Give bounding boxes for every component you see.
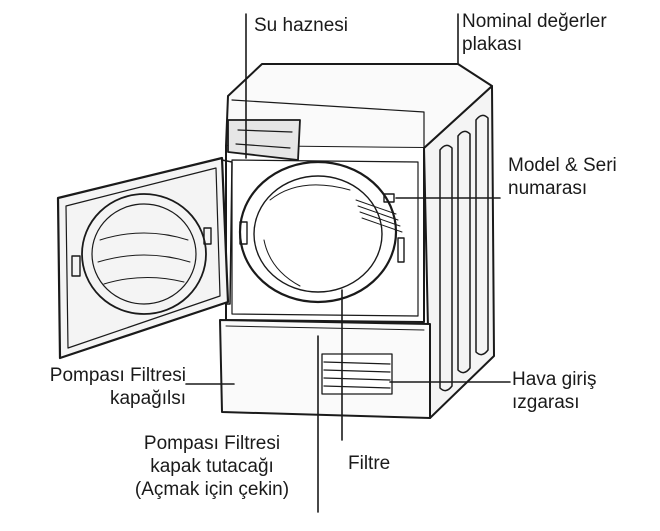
- water-tank-drawer: [227, 119, 301, 161]
- label-pump-filter-cover: Pompası Filtresi kapağılsı: [6, 364, 186, 410]
- model-serial-plate: [383, 193, 395, 203]
- dryer-door: [56, 156, 233, 360]
- door-latch-receiver: [397, 237, 405, 263]
- leader-lines: [185, 13, 511, 513]
- label-filter: Filtre: [348, 453, 391, 474]
- dryer-side-panel: [423, 85, 495, 419]
- drum-hinge-left: [239, 221, 248, 245]
- air-vent-slots: [355, 199, 403, 233]
- label-pump-filter-handle-line-2: kapak tutacağı: [150, 456, 274, 477]
- label-air-intake-grille-line-1: Hava giriş: [512, 369, 597, 390]
- label-air-intake-grille: Hava giriş ızgarası: [512, 368, 596, 414]
- label-rating-plate: Nominal değerler plakası: [462, 10, 607, 56]
- label-model-serial-line-1: Model & Seri: [508, 155, 617, 176]
- label-pump-filter-handle: Pompası Filtresi kapak tutacağı (Açmak i…: [108, 432, 316, 501]
- air-intake-grille: [321, 353, 393, 395]
- label-model-serial: Model & Seri numarası: [508, 154, 617, 200]
- dryer-front-panel: [225, 145, 425, 323]
- label-rating-plate-line-1: Nominal değerler: [462, 11, 607, 32]
- label-pump-filter-cover-line-1: Pompası Filtresi: [49, 365, 186, 386]
- label-model-serial-line-2: numarası: [508, 178, 588, 199]
- label-pump-filter-handle-line-3: (Açmak için çekin): [134, 479, 290, 500]
- label-air-intake-grille-line-2: ızgarası: [512, 392, 580, 413]
- label-pump-filter-handle-line-1: Pompası Filtresi: [143, 433, 281, 454]
- label-water-tank: Su haznesi: [254, 15, 349, 36]
- label-rating-plate-line-2: plakası: [462, 34, 523, 55]
- label-pump-filter-cover-line-2: kapağılsı: [109, 388, 186, 409]
